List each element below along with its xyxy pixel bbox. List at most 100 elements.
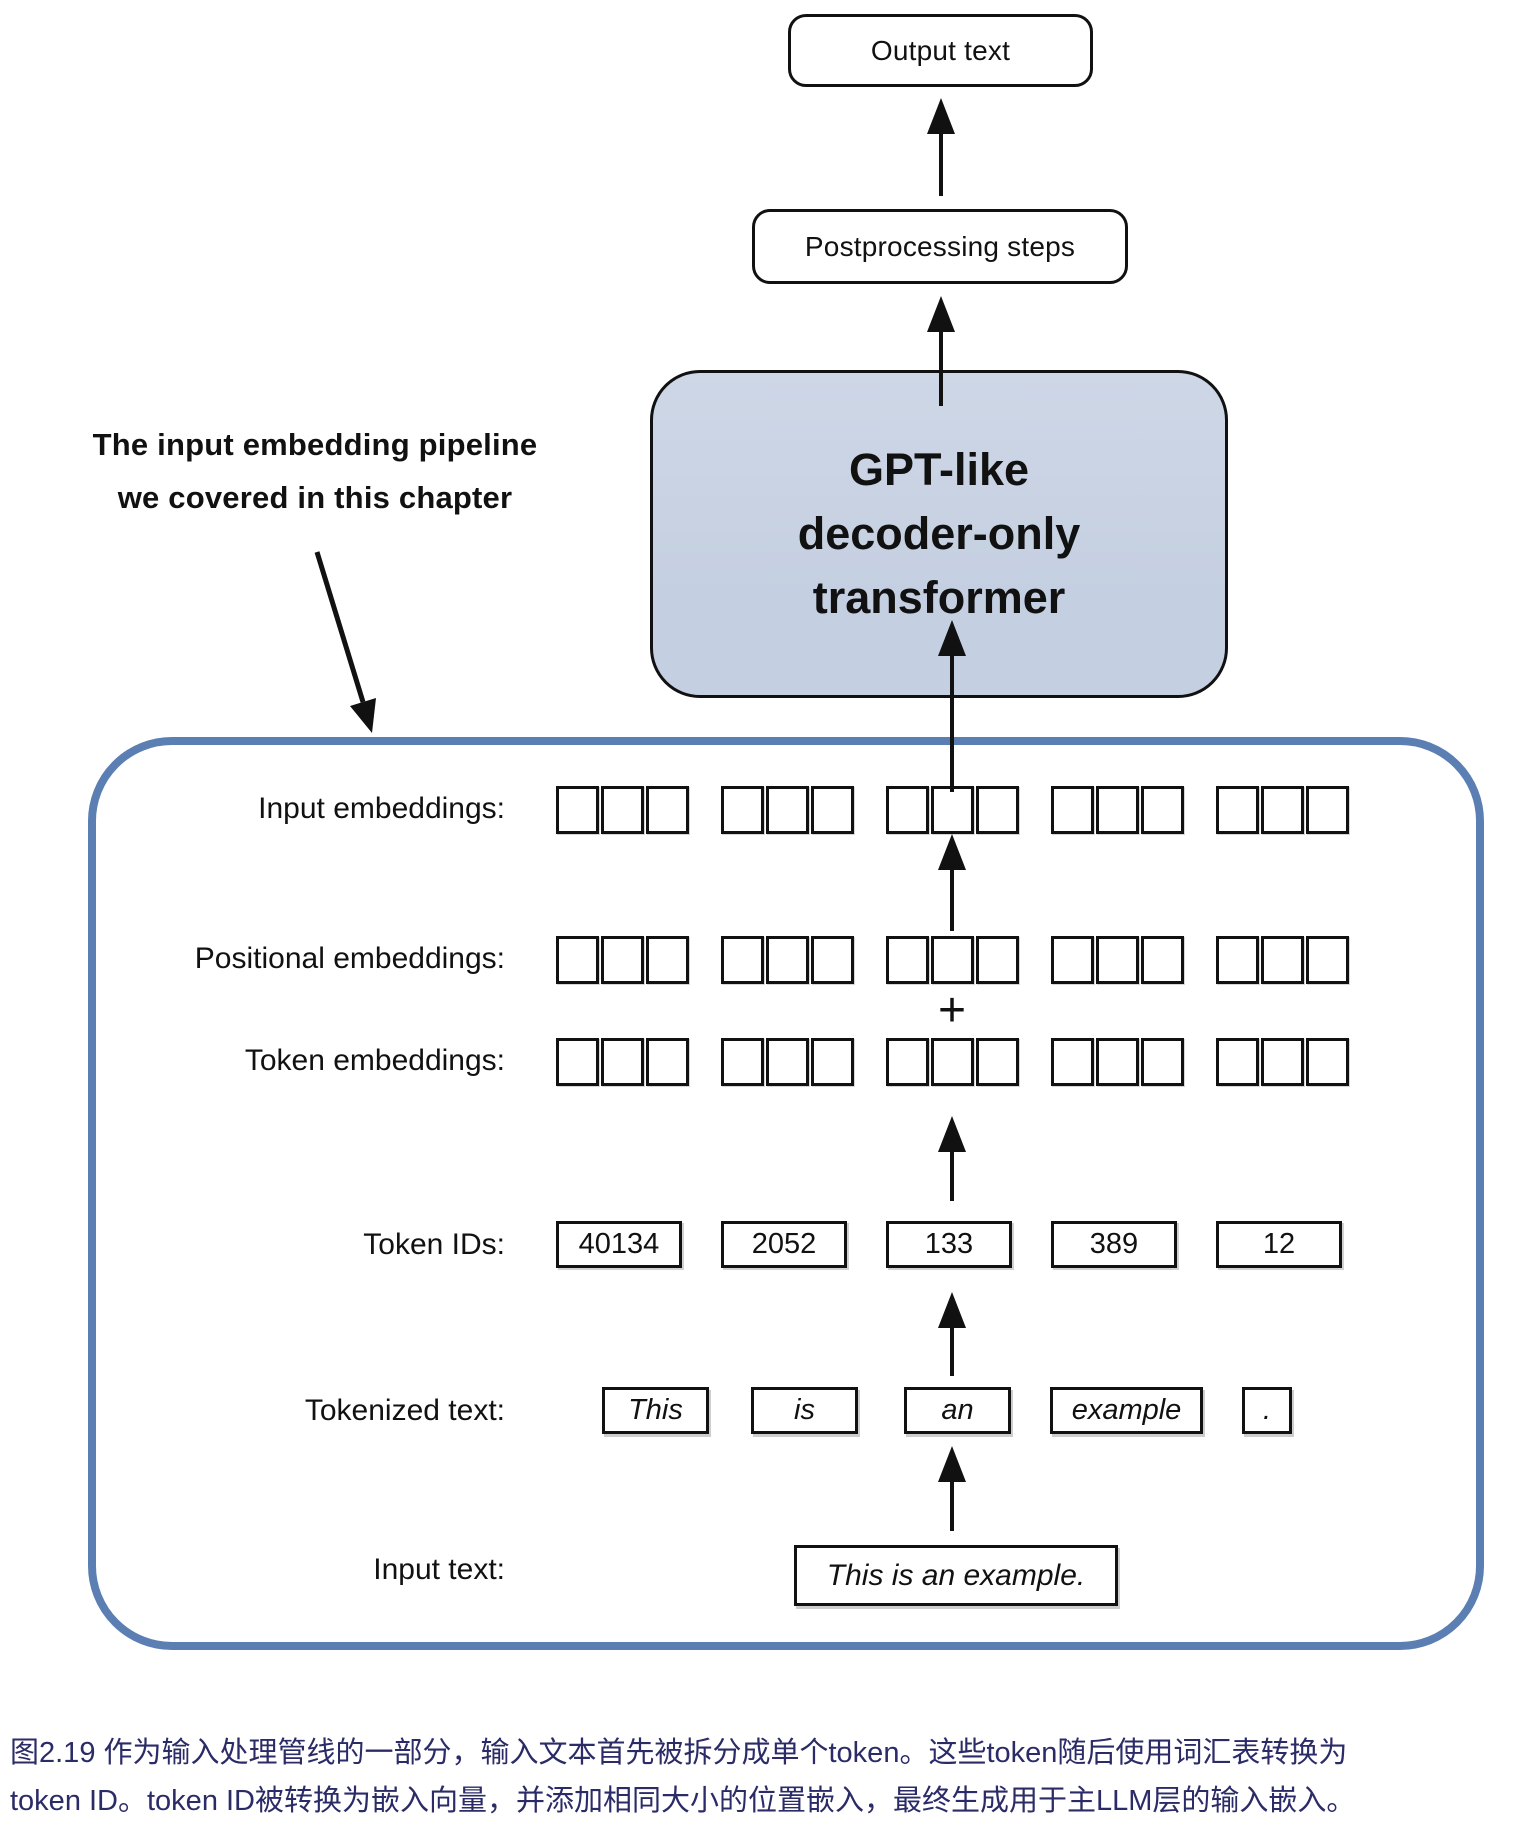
gpt-transformer-line2: decoder-only xyxy=(797,508,1081,559)
embedding-cell xyxy=(1051,1038,1094,1086)
annotation-line2: we covered in this chapter xyxy=(117,480,513,515)
embedding-vector xyxy=(1051,786,1184,834)
gpt-transformer-line3: transformer xyxy=(812,572,1066,623)
embedding-cell xyxy=(766,1038,809,1086)
embedding-cell xyxy=(1306,786,1349,834)
caption-line1: 图2.19 作为输入处理管线的一部分，输入文本首先被拆分成单个token。这些t… xyxy=(10,1737,1348,1769)
token-id-box: 2052 xyxy=(721,1221,847,1268)
embedding-cell xyxy=(1306,936,1349,984)
embedding-cell xyxy=(721,1038,764,1086)
embedding-vector xyxy=(1051,936,1184,984)
output-text-box: Output text xyxy=(788,14,1093,87)
embedding-cell xyxy=(931,1038,974,1086)
embedding-cell xyxy=(556,936,599,984)
embedding-vector xyxy=(556,1038,689,1086)
embedding-cell xyxy=(601,936,644,984)
token-ids-label: Token IDs: xyxy=(363,1228,505,1261)
embedding-cell xyxy=(931,936,974,984)
embedding-cell xyxy=(1141,1038,1184,1086)
embedding-cell xyxy=(1096,936,1139,984)
postprocessing-steps-label: Postprocessing steps xyxy=(804,230,1076,262)
embedding-cell xyxy=(721,936,764,984)
embedding-pipeline-container xyxy=(88,737,1484,1650)
input-text-label: Input text: xyxy=(373,1553,505,1586)
embedding-cell xyxy=(931,786,974,834)
annotation-line1: The input embedding pipeline xyxy=(92,427,538,462)
embedding-vector xyxy=(886,1038,1019,1086)
embedding-cell xyxy=(811,936,854,984)
arrow-postprocessing-to-output xyxy=(927,98,955,196)
embedding-cell xyxy=(721,786,764,834)
positional-embeddings-label: Positional embeddings: xyxy=(194,942,505,975)
embedding-cell xyxy=(646,936,689,984)
embedding-cell xyxy=(976,936,1019,984)
token-id-box: 40134 xyxy=(556,1221,682,1268)
token-box: is xyxy=(751,1387,858,1434)
embedding-vector xyxy=(556,786,689,834)
figure-caption: 图2.19 作为输入处理管线的一部分，输入文本首先被拆分成单个token。这些t… xyxy=(10,1729,1514,1825)
tokenized-text-label: Tokenized text: xyxy=(304,1394,505,1427)
embedding-cell xyxy=(601,1038,644,1086)
embedding-vector xyxy=(1216,786,1349,834)
embedding-cell xyxy=(1261,786,1304,834)
embedding-vector xyxy=(721,936,854,984)
embedding-cell xyxy=(811,1038,854,1086)
embedding-cell xyxy=(1216,786,1259,834)
embedding-cell xyxy=(886,786,929,834)
annotation-note: The input embedding pipeline we covered … xyxy=(82,418,548,524)
gpt-transformer-box: GPT-like decoder-only transformer xyxy=(650,370,1228,698)
embedding-cell xyxy=(646,1038,689,1086)
embedding-cell xyxy=(976,786,1019,834)
token-id-box: 133 xyxy=(886,1221,1012,1268)
embedding-cell xyxy=(1261,936,1304,984)
embedding-vector xyxy=(1216,936,1349,984)
embedding-vector xyxy=(721,786,854,834)
input-embeddings-label: Input embeddings: xyxy=(258,792,505,825)
input-text-box: This is an example. xyxy=(794,1545,1118,1606)
embedding-cell xyxy=(1051,936,1094,984)
embedding-cell xyxy=(1141,936,1184,984)
token-id-box: 389 xyxy=(1051,1221,1177,1268)
input-text-value: This is an example. xyxy=(826,1558,1086,1592)
embedding-cell xyxy=(811,786,854,834)
embedding-cell xyxy=(766,786,809,834)
embedding-vector xyxy=(721,1038,854,1086)
embedding-vector xyxy=(1051,1038,1184,1086)
gpt-transformer-line1: GPT-like xyxy=(848,444,1030,495)
token-box: an xyxy=(904,1387,1011,1434)
token-box: example xyxy=(1050,1387,1203,1434)
embedding-vector xyxy=(1216,1038,1349,1086)
output-text-label: Output text xyxy=(870,34,1011,66)
token-id-box: 12 xyxy=(1216,1221,1342,1268)
token-ids-row: 40134 2052 133 389 12 xyxy=(556,1221,1342,1268)
token-embeddings-label: Token embeddings: xyxy=(244,1044,505,1077)
embedding-cell xyxy=(556,786,599,834)
embedding-cell xyxy=(766,936,809,984)
embedding-cell xyxy=(1096,1038,1139,1086)
embedding-cell xyxy=(556,1038,599,1086)
plus-sign: + xyxy=(937,984,967,1037)
embedding-cell xyxy=(1306,1038,1349,1086)
token-embeddings-row xyxy=(556,1038,1349,1086)
embedding-cell xyxy=(886,1038,929,1086)
embedding-cell xyxy=(1051,786,1094,834)
embedding-vector xyxy=(886,936,1019,984)
positional-embeddings-row xyxy=(556,936,1349,984)
input-embeddings-row xyxy=(556,786,1349,834)
embedding-cell xyxy=(1261,1038,1304,1086)
embedding-cell xyxy=(1216,1038,1259,1086)
token-box: . xyxy=(1242,1387,1292,1434)
token-box: This xyxy=(602,1387,709,1434)
embedding-cell xyxy=(1216,936,1259,984)
embedding-cell xyxy=(646,786,689,834)
embedding-vector xyxy=(886,786,1019,834)
embedding-cell xyxy=(1141,786,1184,834)
postprocessing-steps-box: Postprocessing steps xyxy=(752,209,1128,284)
arrow-annotation-to-container xyxy=(314,551,376,733)
embedding-cell xyxy=(601,786,644,834)
embedding-cell xyxy=(1096,786,1139,834)
embedding-vector xyxy=(556,936,689,984)
caption-line2: token ID。token ID被转换为嵌入向量，并添加相同大小的位置嵌入，最… xyxy=(10,1785,1356,1817)
embedding-cell xyxy=(976,1038,1019,1086)
